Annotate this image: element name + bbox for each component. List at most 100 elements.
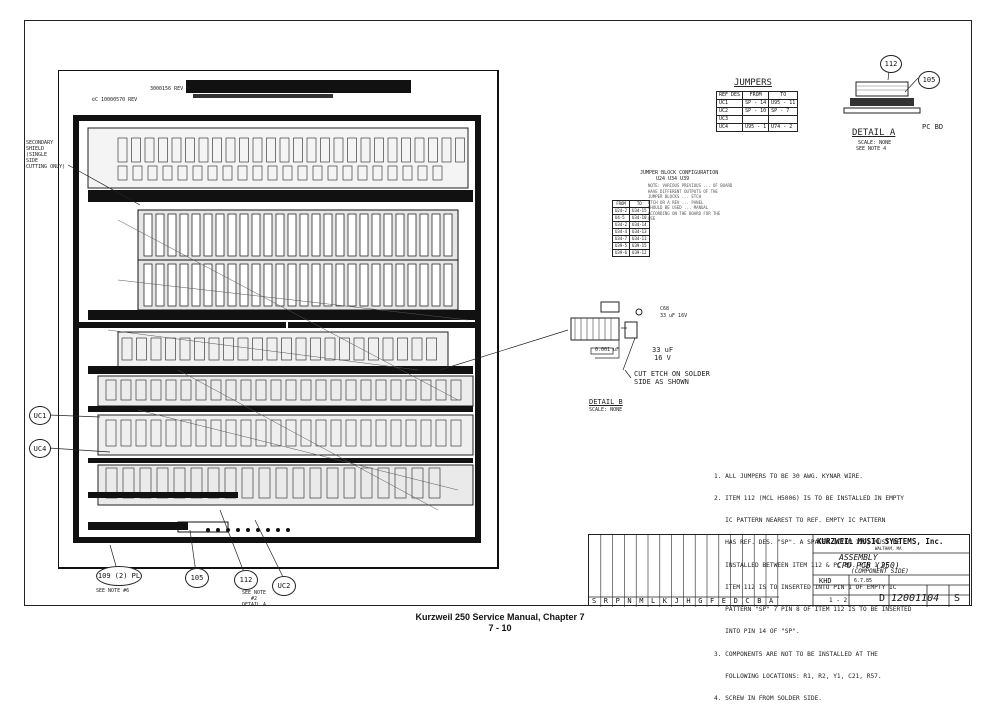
ic-chip	[326, 467, 339, 499]
ram-chip	[143, 213, 153, 257]
ic-chip	[177, 165, 188, 181]
jumper-cell: SP - 10	[742, 107, 770, 116]
jumper-block-cell: U34-2	[611, 221, 631, 229]
mounting-hole	[281, 538, 285, 542]
ram-chip	[215, 263, 225, 307]
ic-chip	[210, 419, 222, 447]
ic-chip	[315, 379, 327, 401]
mounting-hole	[276, 528, 280, 532]
item-112-note-line: SEE NOTE	[241, 590, 267, 596]
ic-chip	[450, 379, 462, 401]
ic-chip	[327, 165, 338, 181]
ic-chip	[417, 165, 428, 181]
note-line: 3. COMPONENTS ARE NOT TO BE INSTALLED AT…	[714, 650, 878, 658]
revision-letter: H	[686, 597, 691, 605]
detail-a-drawing	[843, 81, 921, 114]
ram-chip	[419, 263, 429, 307]
table-row: UC2 SP - 10 SP - 7	[715, 107, 799, 116]
title-block-grid	[589, 535, 970, 607]
ram-chip	[239, 263, 249, 307]
ram-chip	[359, 213, 369, 257]
ic-chip	[353, 337, 365, 361]
jumper-cell: U95 - 1	[742, 123, 770, 132]
pcb-board-drawing	[58, 70, 499, 569]
jumper-cell: U74 - 2	[768, 123, 799, 132]
board-copyright: ©C 10000570 REV	[92, 97, 138, 103]
mounting-hole	[236, 528, 240, 532]
jumper-note-line: NOTE: VARIOUS PREVIOUS ... OF BOARD	[648, 183, 733, 188]
jumpers-header: FROM	[742, 91, 770, 100]
ic-chip	[343, 467, 356, 499]
note-line: ITEM 112 IS TO INSERTED INTO PIN 1 OF EM…	[714, 583, 897, 591]
ic-chip	[405, 419, 417, 447]
ram-chip	[203, 213, 213, 257]
note-line: IC PATTERN NEAREST TO REF. EMPTY IC PATT…	[714, 517, 886, 525]
jumper-cell	[768, 115, 799, 124]
ram-chip	[167, 213, 177, 257]
ram-chip	[287, 263, 297, 307]
ram-chip	[311, 263, 321, 307]
jumper-note-line: JUMPER BLOCKS ... ETCH	[648, 194, 701, 199]
ic-chip	[275, 467, 288, 499]
left-shield-note: SECONDARY SHIELD (SINGLE SIDE CUTTING ON…	[26, 140, 66, 170]
jumpers-title: JUMPERS	[734, 78, 772, 88]
left-note-line: CUTTING ONLY)	[26, 164, 66, 170]
ic-chip	[162, 165, 173, 181]
ic-chip	[212, 137, 222, 163]
ic-chip	[375, 419, 387, 447]
jumper-block-title: JUMPER BLOCK CONFIGURATION	[640, 170, 719, 176]
item-109-note: SEE NOTE #6	[96, 588, 130, 594]
ram-chip	[407, 213, 417, 257]
ic-chip	[252, 337, 263, 361]
board-part-code: 3000156 REV H	[150, 86, 190, 92]
revision-letter: C	[745, 597, 750, 605]
jumpers-table: REF DES FROM TO UC1 SP - 14 U95 - 11 UC2…	[715, 91, 799, 132]
ram-chip	[443, 263, 453, 307]
ic-chip	[297, 165, 308, 181]
ic-chip	[225, 379, 237, 401]
callout-uc2: UC2	[272, 576, 296, 596]
callout-item-105: 105	[185, 568, 209, 588]
item-112-note-line: DETAIL A	[241, 602, 267, 608]
note-line: PATTERN "SP" 7 PIN 8 OF ITEM 112 IS TO B…	[714, 606, 912, 614]
jumper-block-cell: U34-7	[611, 235, 631, 243]
ic-chip	[195, 379, 207, 401]
ic-chip	[266, 337, 278, 361]
note-line: 1. ALL JUMPERS TO BE 30 AWG. KYNAR WIRE.	[714, 472, 864, 480]
ic-chip	[455, 137, 465, 163]
ic-chip	[315, 419, 327, 447]
jumper-block-cell: U39-15	[629, 242, 650, 250]
ic-chip	[310, 337, 321, 361]
ic-chip	[281, 337, 292, 361]
item-112-note: SEE NOTE #2 DETAIL A	[234, 590, 274, 608]
revision-letter: F	[710, 597, 715, 605]
ram-chip	[383, 213, 393, 257]
jumpers-header: TO	[768, 91, 799, 100]
ic-chip	[135, 419, 147, 447]
ic-chip	[180, 419, 192, 447]
ram-chip	[335, 213, 345, 257]
ic-chip	[405, 379, 417, 401]
ic-chip	[180, 379, 192, 401]
ic-chip	[131, 137, 141, 163]
ic-chip	[394, 467, 407, 499]
jumper-block-header: TO	[629, 200, 650, 208]
revision-letter: S	[592, 597, 597, 605]
table-row: UC4 U95 - 1 U74 - 2	[715, 123, 799, 132]
ic-chip	[258, 467, 271, 499]
company-name: KURZWEIL MUSIC SYSTEMS, Inc.	[817, 537, 944, 546]
ic-chip	[120, 379, 132, 401]
ic-chip	[185, 137, 195, 163]
ic-chip	[241, 467, 254, 499]
detail-a-item-112: 112	[880, 55, 902, 73]
ram-chip	[335, 263, 345, 307]
ic-chip	[132, 165, 143, 181]
ram-chip	[275, 213, 285, 257]
jumper-note-line: ETCH OR A REV ... PANEL	[648, 199, 704, 205]
jumper-cell	[742, 115, 770, 124]
table-row: UC1 SP - 14 U95 - 11	[715, 99, 799, 108]
ic-chip	[165, 419, 177, 447]
